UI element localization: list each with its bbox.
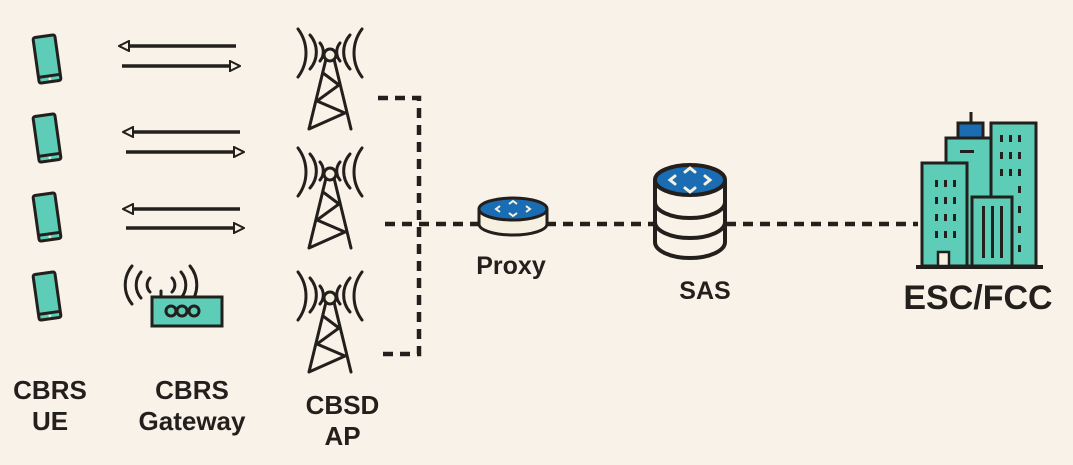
dashed-links [378, 95, 918, 357]
wifi-router-icon [123, 264, 224, 328]
ue-label-line2: UE [31, 406, 69, 437]
gateway-label-line1: CBRS [155, 375, 229, 405]
buildings-icon [916, 112, 1043, 269]
cbsd-bus-line [378, 95, 422, 357]
smartphone-icon [31, 33, 63, 85]
esc-fcc-label: ESC/FCC [903, 279, 1053, 317]
ue-label-line1: CBRS [13, 375, 87, 405]
cell-tower-icon [296, 27, 364, 131]
cell-tower-icon [296, 146, 364, 250]
ue-label: CBRS UE [0, 375, 100, 437]
sas-label: SAS [679, 277, 731, 305]
ue-cbsd-arrows [120, 46, 243, 228]
smartphone-icon [31, 112, 63, 164]
cell-tower-icon [296, 270, 364, 374]
router-disc-icon [477, 196, 549, 237]
gateway-label-line2: Gateway [138, 406, 246, 437]
cbsd-label-line2: AP [324, 421, 361, 452]
gateway-label: CBRS Gateway [122, 375, 262, 437]
proxy-label: Proxy [476, 252, 546, 280]
smartphone-icon [31, 191, 63, 243]
database-icon [653, 163, 727, 260]
ue-phones [31, 33, 63, 322]
smartphone-icon [31, 270, 63, 322]
cbsd-label-line1: CBSD [305, 390, 380, 420]
cbsd-label: CBSD AP [285, 390, 400, 452]
